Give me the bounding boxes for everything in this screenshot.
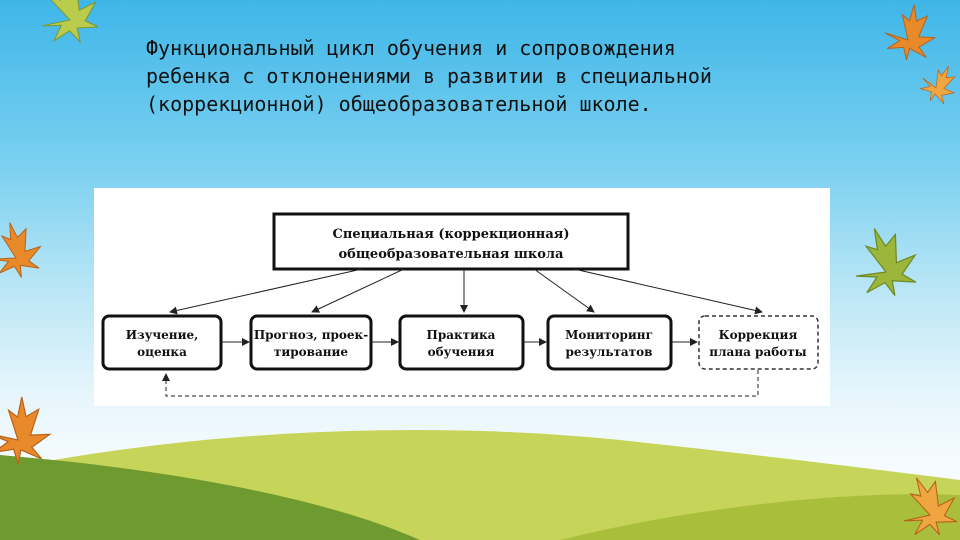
maple-leaf-icon: [855, 228, 917, 296]
title-line: Функциональный цикл обучения и сопровожд…: [146, 36, 676, 60]
arrow-top-to-stage: [573, 268, 763, 315]
stage-box: [546, 314, 673, 371]
title-line: (коррекционной) общеобразовательной школ…: [146, 92, 652, 116]
stage-box: [101, 314, 223, 371]
stage-label: Изучение,: [126, 328, 199, 342]
top-box: [272, 212, 630, 271]
arrow-top-to-stage: [311, 268, 405, 313]
top-box-line: Специальная (коррекционная): [332, 227, 569, 242]
maple-leaf-icon: [903, 477, 958, 536]
stage-label: Коррекция: [719, 328, 798, 342]
front-hill: [0, 455, 420, 540]
stage-label: Прогноз, проек-: [254, 328, 368, 342]
maple-leaf-icon: [0, 396, 52, 465]
stage-box: [398, 314, 525, 371]
maple-leaf-icon: [884, 4, 937, 61]
arrow-top-to-stage: [533, 268, 595, 313]
stage-label: тирование: [274, 345, 349, 359]
feedback-loop-arrow: [162, 370, 759, 397]
stage-label: оценка: [137, 345, 187, 359]
diagram-panel: Специальная (коррекционная) общеобразова…: [94, 188, 830, 406]
stage-label: Практика: [427, 328, 496, 342]
title-line: ребенка с отклонениями в развитии в спец…: [146, 64, 712, 88]
stage-label: плана работы: [709, 345, 806, 359]
stage-box: [249, 314, 373, 371]
slide-title: Функциональный цикл обучения и сопровожд…: [146, 34, 826, 118]
front-hill-right: [560, 494, 960, 540]
stage-box-dashed: [698, 315, 819, 370]
stage-label: Мониторинг: [565, 328, 653, 342]
maple-leaf-icon: [0, 222, 42, 278]
arrow-top-to-stage: [169, 268, 363, 315]
stage-label: обучения: [428, 345, 495, 359]
maple-leaf-icon: [42, 0, 99, 44]
maple-leaf-icon: [920, 65, 956, 105]
top-box-line: общеобразовательная школа: [339, 247, 565, 262]
stage-label: результатов: [566, 345, 653, 359]
cycle-diagram: Специальная (коррекционная) общеобразова…: [101, 212, 819, 397]
